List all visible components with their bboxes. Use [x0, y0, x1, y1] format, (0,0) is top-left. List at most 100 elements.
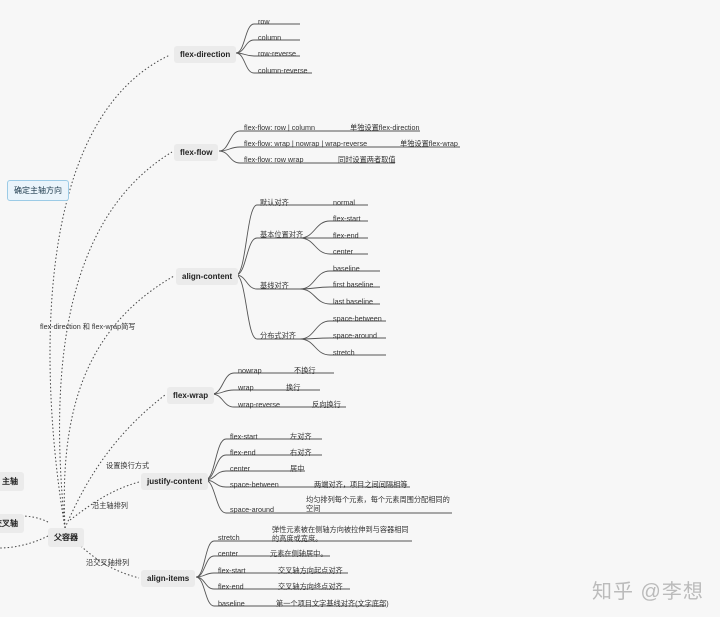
justify-content-value: space-between [230, 480, 279, 489]
branch-line [299, 288, 380, 305]
branch-line [235, 204, 300, 276]
dotted-connector [63, 275, 175, 529]
align-items-desc: 弹性元素被在侧轴方向被拉伸到与容器相同的高度或宽度。 [272, 525, 409, 543]
align-content-item: baseline [333, 264, 360, 273]
branch-line [195, 540, 412, 578]
root-node[interactable]: 父容器 [48, 528, 84, 547]
dotted-connector [69, 481, 140, 521]
justify-content-desc: 均匀排列每个元素，每个元素周围分配相同的空间 [306, 495, 450, 513]
branch-line [195, 576, 386, 607]
align-content-item: center [333, 247, 353, 256]
flex-flow-desc: 单独设置flex-direction [350, 123, 420, 132]
flex-direction-item: row-reverse [258, 49, 296, 58]
align-content-item: last baseline [333, 297, 373, 306]
flex-flow-desc: 单独设置flex-wrap [400, 139, 458, 148]
dotted-connector [59, 151, 173, 529]
align-content-item: first baseline [333, 280, 374, 289]
justify-content-value: flex-start [230, 432, 258, 441]
branch-line [235, 274, 300, 290]
edge-label-justify: 沿主轴排列 [92, 501, 128, 510]
align-content-node[interactable]: align-content [176, 268, 239, 285]
main-axis-direction-node[interactable]: 确定主轴方向 [7, 180, 69, 201]
dotted-connector [64, 394, 166, 529]
branch-line [195, 572, 348, 578]
align-items-desc: 交叉轴方向起点对齐 [278, 566, 343, 575]
align-items-desc: 交叉轴方向终点对齐 [278, 582, 343, 591]
justify-content-value: space-around [230, 505, 274, 514]
branch-line [195, 555, 330, 578]
align-content-item: normal [333, 198, 355, 207]
edge-label-flow: flex-direction 和 flex-wrap简写 [40, 322, 136, 331]
align-items-value: flex-start [218, 566, 246, 575]
flex-direction-item: row [258, 17, 270, 26]
flex-flow-desc: 同时设置两者取值 [338, 155, 396, 164]
branch-line [299, 320, 386, 340]
align-content-group: 基本位置对齐 [260, 230, 304, 239]
justify-content-node[interactable]: justify-content [141, 473, 209, 490]
flex-flow-value: flex-flow: wrap | nowrap | wrap-reverse [244, 139, 368, 148]
justify-content-desc: 右对齐 [290, 448, 312, 457]
justify-content-value: flex-end [230, 448, 256, 457]
dotted-connector [21, 515, 49, 523]
justify-content-value: center [230, 464, 250, 473]
flex-flow-node[interactable]: flex-flow [174, 144, 219, 161]
align-content-group: 默认对齐 [260, 198, 289, 207]
edge-label-wrap: 设置换行方式 [106, 461, 150, 470]
align-content-group: 基线对齐 [260, 281, 289, 290]
flex-wrap-desc: 换行 [286, 383, 301, 392]
branch-line [211, 372, 334, 395]
branch-line [204, 454, 322, 481]
watermark: 知乎 @李想 [592, 581, 704, 603]
branch-line [235, 39, 300, 54]
dotted-connector [49, 54, 171, 529]
flex-flow-value: flex-flow: row wrap [244, 155, 304, 164]
branch-line [299, 220, 368, 239]
align-items-value: baseline [218, 599, 245, 608]
align-content-group: 分布式对齐 [260, 331, 296, 340]
align-items-node[interactable]: align-items [141, 570, 196, 587]
branch-line [218, 130, 420, 152]
branch-line [235, 237, 300, 276]
align-items-value: flex-end [218, 582, 244, 591]
branch-line [204, 438, 322, 481]
align-content-item: flex-start [333, 214, 361, 223]
branch-line [235, 274, 300, 340]
justify-content-desc: 左对齐 [290, 432, 312, 441]
branch-line [235, 52, 312, 74]
cross-axis-label[interactable]: 交叉轴 [0, 514, 24, 533]
branch-line [218, 146, 460, 152]
align-content-item: flex-end [333, 231, 359, 240]
branch-line [218, 150, 395, 164]
branch-line [299, 286, 380, 290]
flex-wrap-value: wrap [238, 383, 254, 392]
align-items-value: center [218, 549, 238, 558]
dotted-connector [0, 535, 49, 549]
branch-line [299, 237, 368, 255]
edge-label-align-items: 沿交叉轴排列 [86, 558, 130, 567]
flex-wrap-desc: 不换行 [294, 366, 316, 375]
flex-flow-value: flex-flow: row | column [244, 123, 315, 132]
branch-line [235, 23, 300, 54]
branch-line [211, 393, 346, 408]
align-content-item: stretch [333, 348, 355, 357]
align-content-item: space-between [333, 314, 382, 323]
align-items-desc: 元素在侧轴居中。 [270, 549, 328, 558]
branch-line [211, 389, 320, 395]
flex-wrap-node[interactable]: flex-wrap [167, 387, 215, 404]
branch-line [299, 337, 386, 340]
flex-direction-item: column [258, 33, 282, 42]
flex-wrap-value: wrap-reverse [238, 400, 280, 409]
align-content-item: space-around [333, 331, 377, 340]
align-items-desc: 第一个项目文字基线对齐(文字底部) [276, 599, 389, 608]
branch-line [299, 338, 386, 356]
flex-wrap-desc: 反向换行 [312, 400, 341, 409]
branch-line [299, 270, 380, 290]
justify-content-desc: 居中 [290, 464, 305, 473]
flex-direction-item: column-reverse [258, 66, 308, 75]
main-axis-label[interactable]: 主轴 [0, 472, 24, 491]
align-items-value: stretch [218, 533, 240, 542]
flex-direction-node[interactable]: flex-direction [174, 46, 237, 63]
justify-content-desc: 两端对齐，项目之间间隔相等 [314, 480, 408, 489]
flex-wrap-value: nowrap [238, 366, 262, 375]
